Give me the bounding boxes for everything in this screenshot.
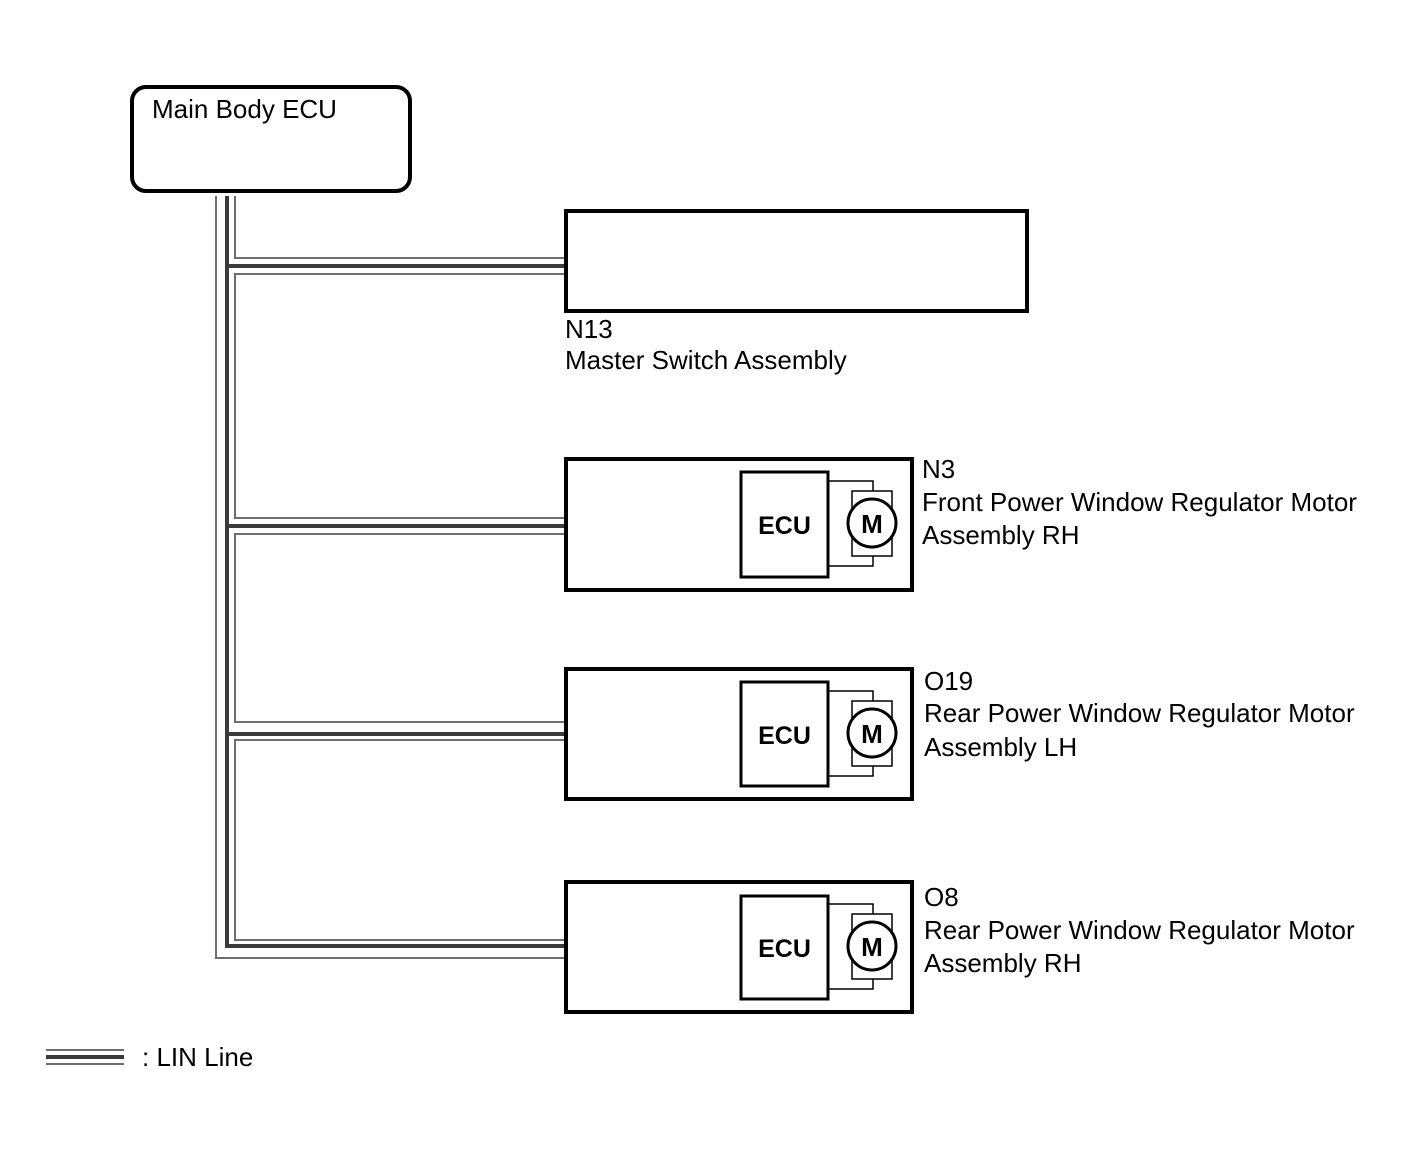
legend: : LIN Line bbox=[46, 1042, 253, 1072]
component-code-o19: O19 bbox=[924, 666, 973, 696]
component-code-o8: O8 bbox=[924, 882, 959, 912]
component-name-line2: Assembly LH bbox=[924, 732, 1077, 762]
motor-label: M bbox=[861, 509, 883, 539]
main-body-ecu-label: Main Body ECU bbox=[152, 94, 337, 124]
component-name-line2: Assembly RH bbox=[924, 948, 1081, 978]
component-name-line1: Rear Power Window Regulator Motor bbox=[924, 698, 1355, 728]
ecu-block bbox=[739, 470, 830, 579]
component-name-line2: Assembly RH bbox=[922, 520, 1079, 550]
ecu-block-label: ECU bbox=[758, 722, 811, 750]
ecu-block bbox=[739, 894, 830, 1001]
component-code-n3: N3 bbox=[922, 454, 955, 484]
ecu-block-label: ECU bbox=[758, 935, 811, 963]
ecu-block-label: ECU bbox=[758, 512, 811, 540]
motor-icon bbox=[846, 497, 898, 549]
component-code-n13: N13 bbox=[565, 314, 613, 344]
master-switch-assembly: N13 Master Switch Assembly bbox=[564, 209, 1029, 375]
rear-pw-motor-rh: ECU M O8 Rear Power Window Regulator Mot… bbox=[564, 880, 1355, 1014]
legend-label: : LIN Line bbox=[142, 1042, 253, 1072]
motor-label: M bbox=[861, 932, 883, 962]
lin-line-legend-icon bbox=[46, 1049, 124, 1065]
ecu-block bbox=[739, 680, 830, 788]
front-pw-motor-rh: ECU M N3 Front Power Window Regulator Mo… bbox=[564, 454, 1357, 592]
component-name-master-switch: Master Switch Assembly bbox=[565, 345, 847, 375]
rear-pw-motor-lh: ECU M O19 Rear Power Window Regulator Mo… bbox=[564, 666, 1355, 801]
component-name-line1: Rear Power Window Regulator Motor bbox=[924, 915, 1355, 945]
lin-bus-wiring bbox=[215, 196, 566, 959]
component-name-line1: Front Power Window Regulator Motor bbox=[922, 487, 1357, 517]
motor-label: M bbox=[861, 719, 883, 749]
motor-icon bbox=[846, 920, 898, 972]
motor-icon bbox=[846, 707, 898, 759]
main-body-ecu: Main Body ECU bbox=[130, 85, 412, 193]
